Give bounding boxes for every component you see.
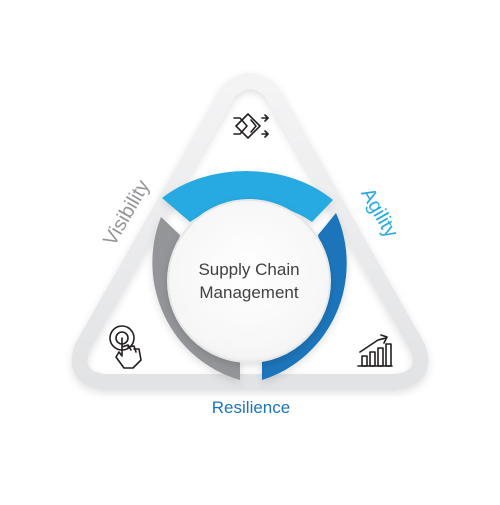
center-title-line1: Supply Chain <box>198 260 299 279</box>
growth-bar-chart-icon <box>357 334 393 367</box>
triangle-frame <box>71 73 429 390</box>
center-title-line2: Management <box>199 283 299 302</box>
flow-process-icon <box>233 113 269 139</box>
center-circle <box>167 199 331 363</box>
label-agility: Agility <box>356 184 402 241</box>
ring-segment-top <box>162 171 333 222</box>
label-resilience: Resilience <box>212 398 290 417</box>
touch-hand-icon <box>109 325 142 369</box>
